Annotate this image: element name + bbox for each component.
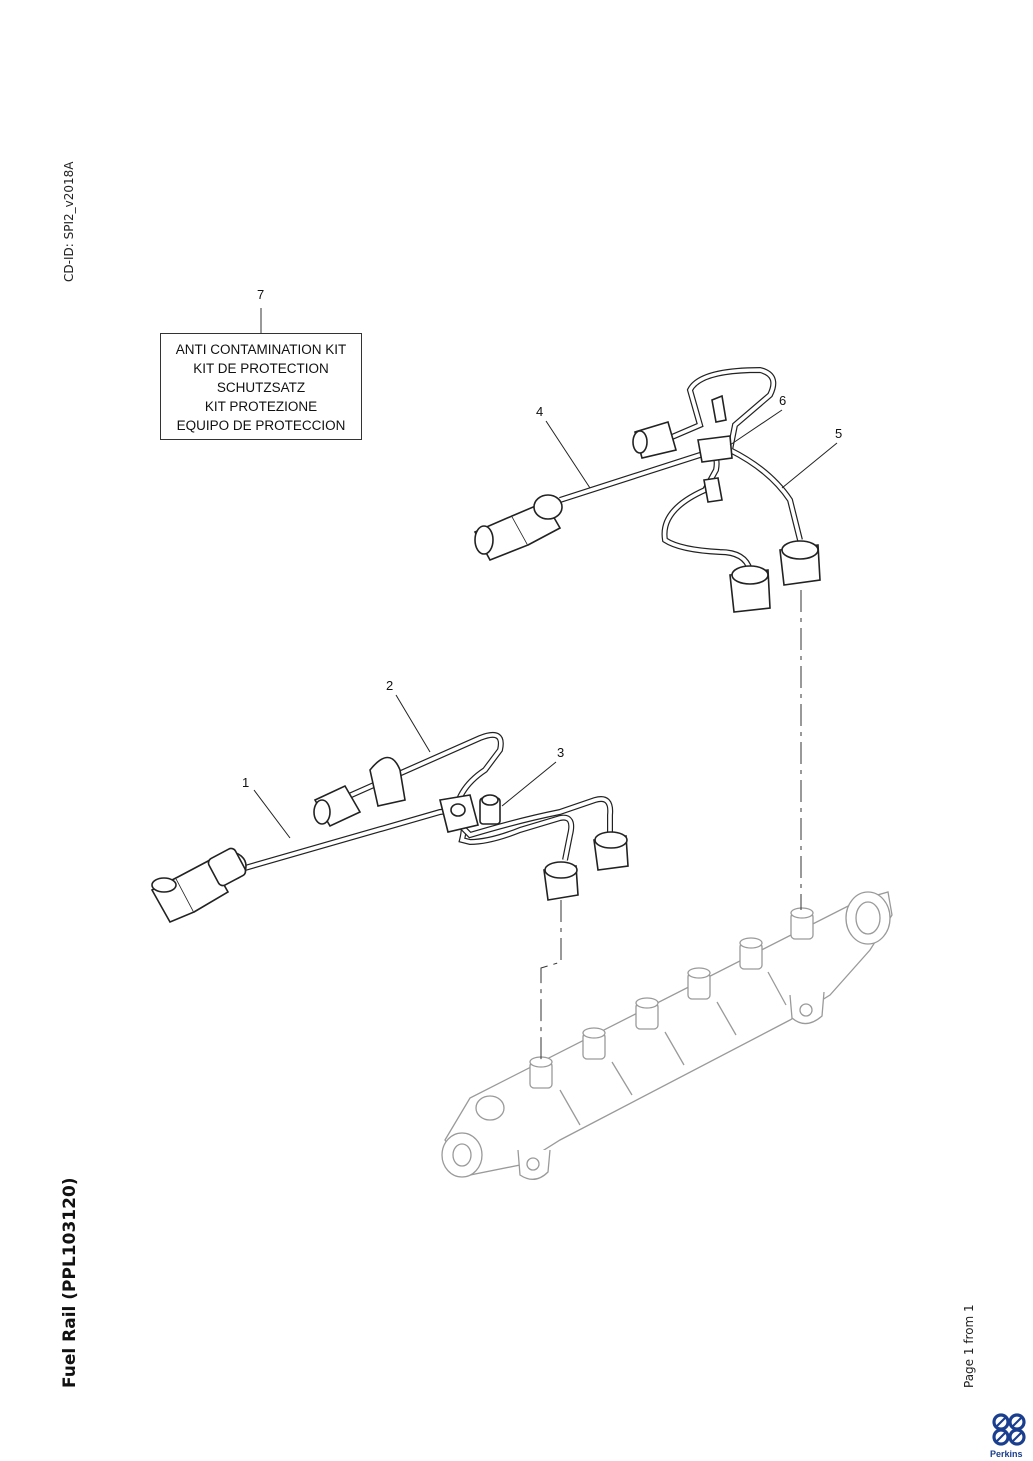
kit-line: EQUIPO DE PROTECCION: [176, 418, 346, 433]
callout-7: 7: [257, 287, 264, 302]
kit-line: KIT PROTEZIONE: [204, 399, 318, 414]
callout-1: 1: [242, 775, 249, 790]
leader-lines: [253, 409, 838, 839]
callout-5: 5: [835, 426, 842, 441]
kit-line: KIT DE PROTECTION: [193, 361, 329, 376]
perkins-logo-text: Perkins: [990, 1449, 1023, 1459]
perkins-logo: Perkins: [990, 1413, 1026, 1459]
pipe-assembly-upper: [473, 366, 821, 613]
pipe-assembly-lower: [150, 732, 629, 924]
callout-2: 2: [386, 678, 393, 693]
callout-4: 4: [536, 404, 543, 419]
callout-3: 3: [557, 745, 564, 760]
kit-line: SCHUTZSATZ: [216, 380, 306, 395]
kit-line: ANTI CONTAMINATION KIT: [175, 342, 347, 357]
assembly-guide-lines: [540, 590, 802, 1062]
fuel-rail: [441, 891, 893, 1180]
anti-contamination-kit-box: ANTI CONTAMINATION KIT KIT DE PROTECTION…: [160, 333, 362, 440]
callout-6: 6: [779, 393, 786, 408]
